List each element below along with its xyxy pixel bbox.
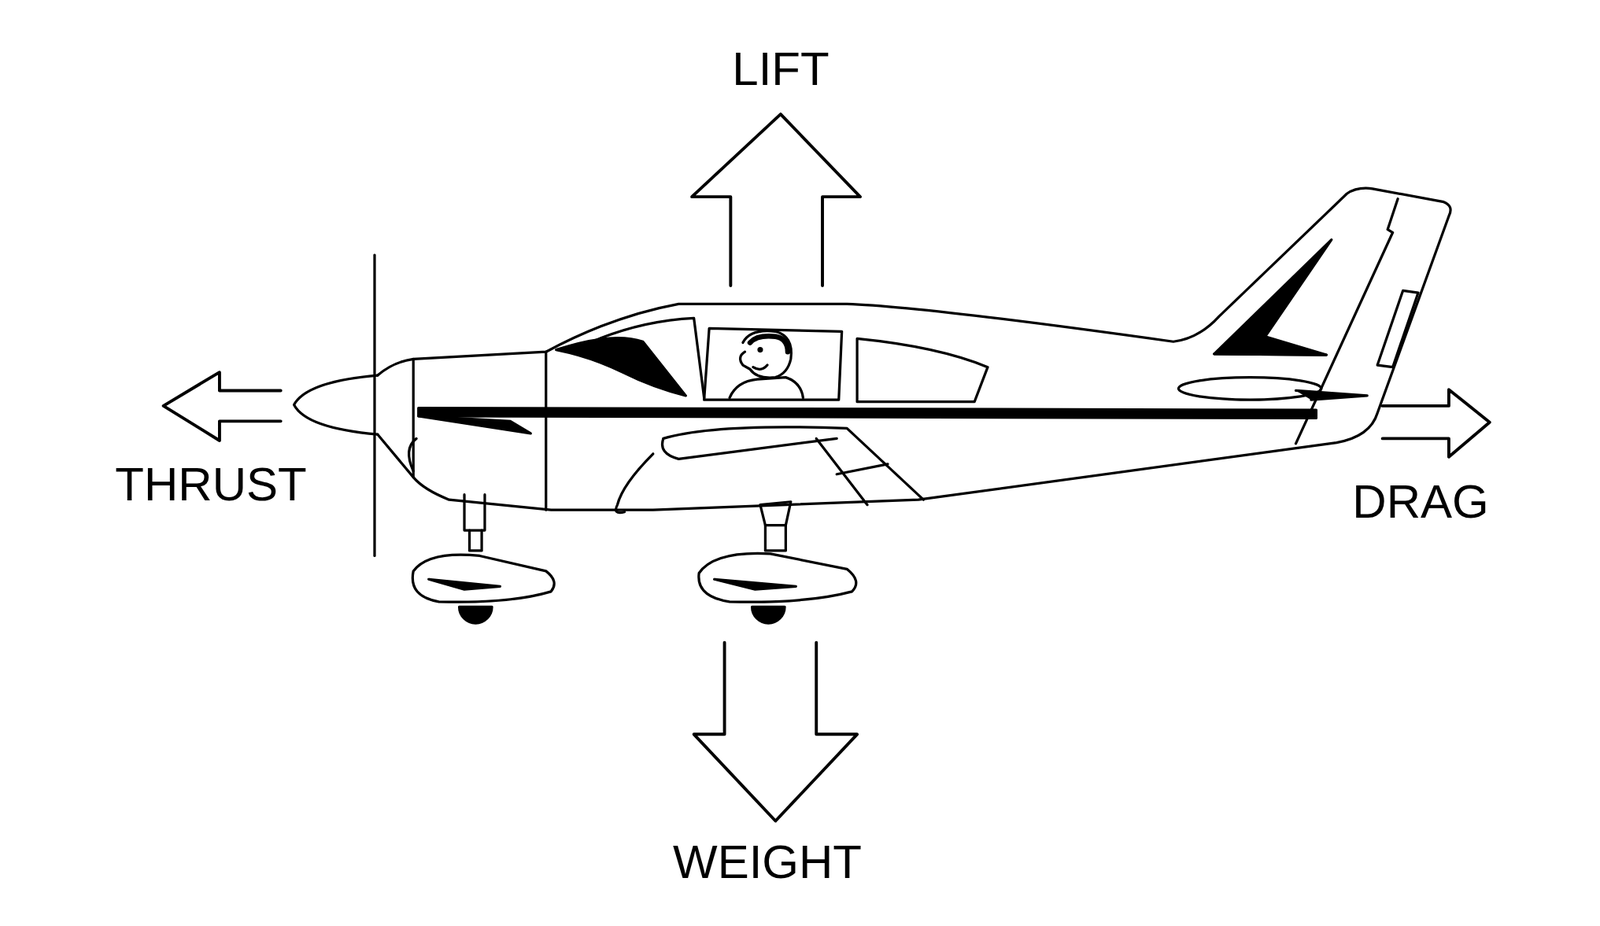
- drag-label: DRAG: [1352, 478, 1489, 526]
- pilot: [729, 331, 803, 399]
- windshield: [556, 338, 687, 396]
- spinner: [294, 375, 378, 435]
- side-window: [704, 328, 843, 400]
- weight-label: WEIGHT: [672, 838, 862, 887]
- drag-arrow: [1382, 389, 1490, 458]
- nose-gear: [412, 495, 555, 624]
- fin-mark: [1214, 240, 1332, 355]
- stabilizer: [1178, 377, 1321, 401]
- lift-arrow: [691, 114, 861, 286]
- lift-label: LIFT: [731, 45, 829, 93]
- thrust-arrow: [163, 372, 281, 441]
- fuselage: [377, 188, 1451, 510]
- rudder: [1295, 199, 1398, 444]
- fuselage-stripe: [418, 408, 1317, 419]
- propeller: [373, 254, 376, 556]
- main-gear: [698, 502, 857, 624]
- wing: [662, 427, 924, 500]
- thrust-label: THRUST: [114, 461, 307, 509]
- rear-window: [857, 338, 988, 402]
- weight-arrow: [694, 642, 858, 822]
